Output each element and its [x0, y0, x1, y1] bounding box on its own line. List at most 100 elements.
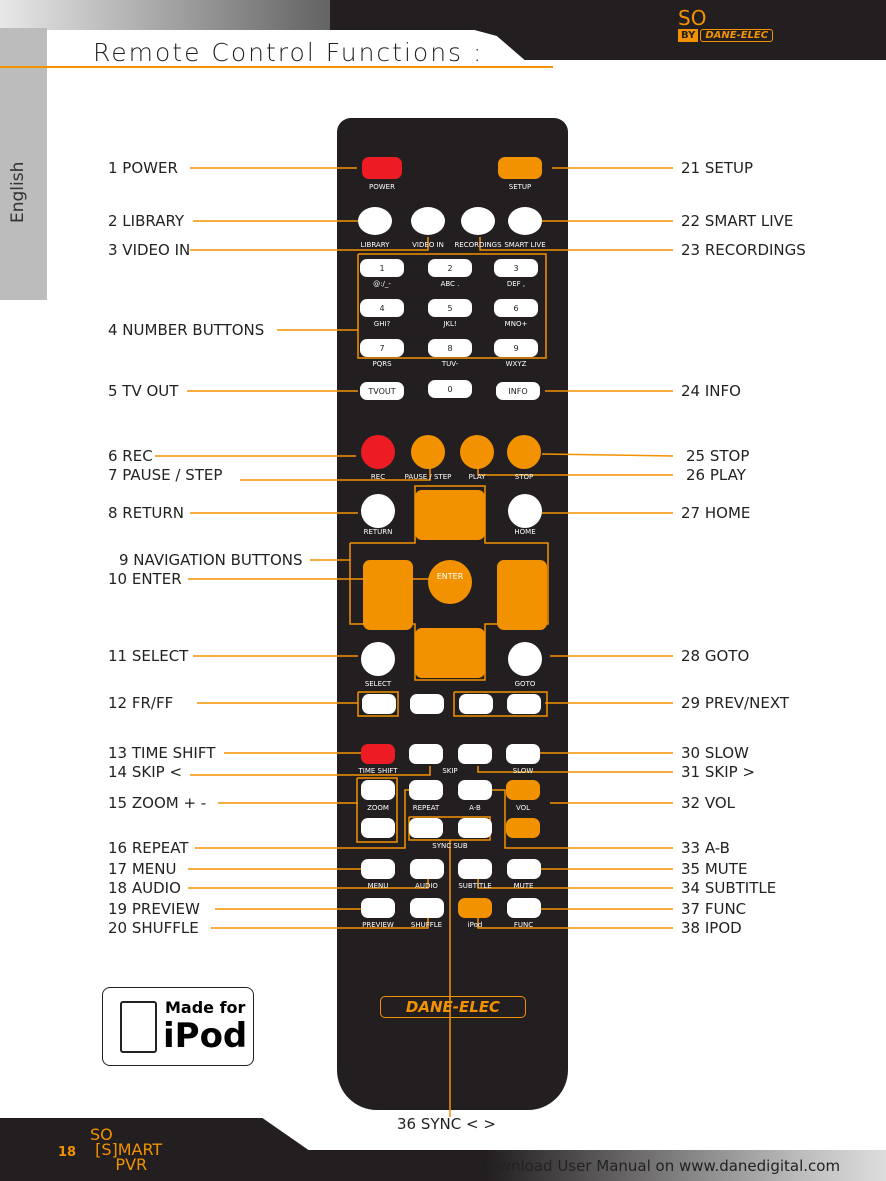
- vol-up-button[interactable]: [506, 780, 540, 800]
- number-7-button[interactable]: [360, 339, 404, 357]
- number-6-letters: MNO+: [504, 320, 528, 328]
- subtitle-button[interactable]: [458, 859, 492, 879]
- button-group-outline: [356, 777, 398, 843]
- return-button[interactable]: [361, 494, 395, 528]
- menu-button[interactable]: [361, 859, 395, 879]
- fr-button[interactable]: [362, 694, 396, 714]
- callout-right: 32 VOL: [681, 794, 736, 812]
- mute-button[interactable]: [506, 859, 541, 879]
- callout-right: 33 A-B: [681, 839, 730, 857]
- rec-button[interactable]: [361, 435, 395, 469]
- prev-button[interactable]: [459, 694, 493, 714]
- nav-up-button[interactable]: [415, 490, 485, 540]
- recordings-label: RECORDINGS: [454, 241, 502, 249]
- title-underline: [0, 66, 553, 68]
- enter-button[interactable]: [428, 560, 472, 604]
- shuffle-label: SHUFFLE: [410, 921, 443, 929]
- number-5-digit: 5: [447, 303, 453, 313]
- tvout-text: TVOUT: [368, 386, 396, 396]
- callout-right: 23 RECORDINGS: [681, 241, 806, 259]
- func-button[interactable]: [506, 898, 541, 918]
- nav-down-button[interactable]: [415, 628, 485, 678]
- callout-left: 15 ZOOM + -: [108, 794, 207, 812]
- audio-button[interactable]: [409, 859, 444, 879]
- ipod-button[interactable]: [458, 898, 492, 918]
- repeat-button[interactable]: [409, 780, 443, 800]
- number-3-letters: DEF ,: [506, 280, 526, 288]
- stop-button[interactable]: [507, 435, 541, 469]
- number-6-button[interactable]: [494, 299, 538, 317]
- callout-right: 29 PREV/NEXT: [681, 694, 789, 712]
- vol-down-button[interactable]: [506, 818, 540, 838]
- zoom-out-button[interactable]: [361, 818, 395, 838]
- vol-up-label: VOL: [515, 804, 531, 812]
- nav-right-button[interactable]: [497, 560, 547, 630]
- select-button[interactable]: [361, 642, 395, 676]
- smart-live-button[interactable]: [508, 207, 542, 235]
- mute-label: MUTE: [513, 882, 534, 890]
- number-1-digit: 1: [379, 263, 385, 273]
- info-button[interactable]: [496, 382, 540, 400]
- number-3-button[interactable]: [494, 259, 538, 277]
- language-tab: English: [0, 28, 47, 300]
- pause-step-button[interactable]: [411, 435, 445, 469]
- callout-left: 13 TIME SHIFT: [108, 744, 216, 762]
- skip-forward-button[interactable]: [458, 744, 492, 764]
- callout-left: 18 AUDIO: [108, 879, 181, 897]
- slow-label: SLOW: [512, 767, 534, 775]
- callout-line: [190, 766, 431, 776]
- callout-line: [240, 462, 431, 481]
- number-1-button[interactable]: [360, 259, 404, 277]
- callout-right: 35 MUTE: [681, 860, 748, 878]
- shuffle-button[interactable]: [409, 898, 444, 918]
- func-label: FUNC: [513, 921, 534, 929]
- time-shift-button[interactable]: [361, 744, 395, 764]
- number-1-letters: @:/_-: [373, 280, 391, 288]
- number-5-button[interactable]: [428, 299, 472, 317]
- library-button[interactable]: [358, 207, 392, 235]
- callout-left: 5 TV OUT: [108, 382, 179, 400]
- ipod-text: iPod: [163, 1016, 248, 1056]
- nav-left-button[interactable]: [363, 560, 413, 630]
- rec-label: REC: [370, 473, 386, 481]
- callout-left: 17 MENU: [108, 860, 177, 878]
- callout-right: 28 GOTO: [681, 647, 750, 665]
- home-button[interactable]: [508, 494, 542, 528]
- number-8-button[interactable]: [428, 339, 472, 357]
- sync-forward-button[interactable]: [458, 818, 492, 838]
- number-3-digit: 3: [513, 263, 519, 273]
- number-9-button[interactable]: [494, 339, 538, 357]
- number-4-button[interactable]: [360, 299, 404, 317]
- sync-back-button[interactable]: [409, 818, 443, 838]
- number-4-letters: GHI?: [373, 320, 391, 328]
- tvout-button[interactable]: [360, 382, 404, 400]
- goto-button[interactable]: [508, 642, 542, 676]
- skip-back-button[interactable]: [409, 744, 443, 764]
- ab-button[interactable]: [458, 780, 492, 800]
- made-for-text: Made for: [165, 998, 246, 1017]
- number-0-button[interactable]: [428, 380, 472, 398]
- enter-label: ENTER: [436, 572, 464, 581]
- callout-right: 27 HOME: [681, 504, 751, 522]
- play-button[interactable]: [460, 435, 494, 469]
- callout-line: [477, 766, 673, 773]
- callout-left: 7 PAUSE / STEP: [108, 466, 223, 484]
- ff-button[interactable]: [410, 694, 444, 714]
- preview-button[interactable]: [361, 898, 395, 918]
- next-button[interactable]: [507, 694, 541, 714]
- number-2-button[interactable]: [428, 259, 472, 277]
- menu-label: MENU: [367, 882, 389, 890]
- callout-right: 24 INFO: [681, 382, 741, 400]
- slow-button[interactable]: [506, 744, 540, 764]
- repeat-label: REPEAT: [412, 804, 440, 812]
- callout-line: [190, 237, 429, 251]
- setup-button[interactable]: [498, 157, 542, 179]
- video-in-button[interactable]: [411, 207, 445, 235]
- sync-sub-label: SYNC SUB: [432, 842, 468, 850]
- zoom-in-button[interactable]: [361, 780, 395, 800]
- stop-label: STOP: [514, 473, 534, 481]
- callout-left: 19 PREVIEW: [108, 900, 200, 918]
- recordings-button[interactable]: [461, 207, 495, 235]
- power-button[interactable]: [362, 157, 402, 179]
